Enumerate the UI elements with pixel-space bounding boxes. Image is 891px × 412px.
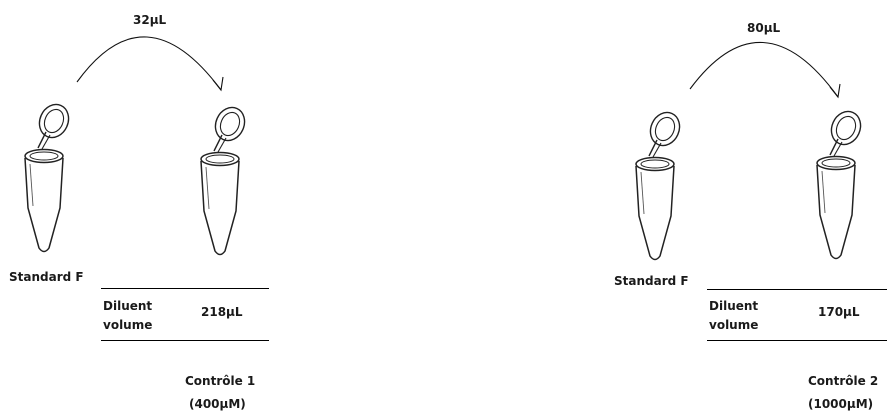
panel-2-result-name: Contrôle 2 (808, 374, 878, 388)
panel-1-transfer-arrow (77, 37, 221, 90)
panel-2-diluent-volume: 170µL (818, 305, 860, 319)
panel-1-source-tube (25, 100, 74, 252)
panel-2-graphics (636, 42, 866, 259)
panel-2-transfer-arrow (690, 42, 838, 97)
panel-2-diluent-label: Diluent volume (709, 297, 787, 335)
panel-1-rule-bottom (101, 340, 269, 341)
panel-1-source-label: Standard F (9, 270, 84, 284)
panel-1-diluent-volume: 218µL (201, 305, 243, 319)
panel-1-transfer-volume: 32µL (133, 13, 166, 27)
panel-2-rule-top (707, 289, 887, 290)
panel-2-result-concentration: (1000µM) (808, 397, 873, 411)
panel-1-graphics (25, 37, 250, 255)
panel-1-rule-top (101, 288, 269, 289)
panel-2-source-tube (636, 108, 685, 260)
panel-1-result-name: Contrôle 1 (185, 374, 255, 388)
panel-2-target-tube (817, 107, 866, 259)
panel-2-transfer-volume: 80µL (747, 21, 780, 35)
panel-1-diluent-label: Diluent volume (103, 297, 181, 335)
panel-2-source-label: Standard F (614, 274, 689, 288)
panel-1-target-tube (201, 103, 250, 255)
panel-2-arrowhead (830, 84, 840, 97)
panel-1-result-concentration: (400µM) (189, 397, 246, 411)
panel-1-arrowhead (213, 77, 223, 90)
panel-2-rule-bottom (707, 340, 887, 341)
